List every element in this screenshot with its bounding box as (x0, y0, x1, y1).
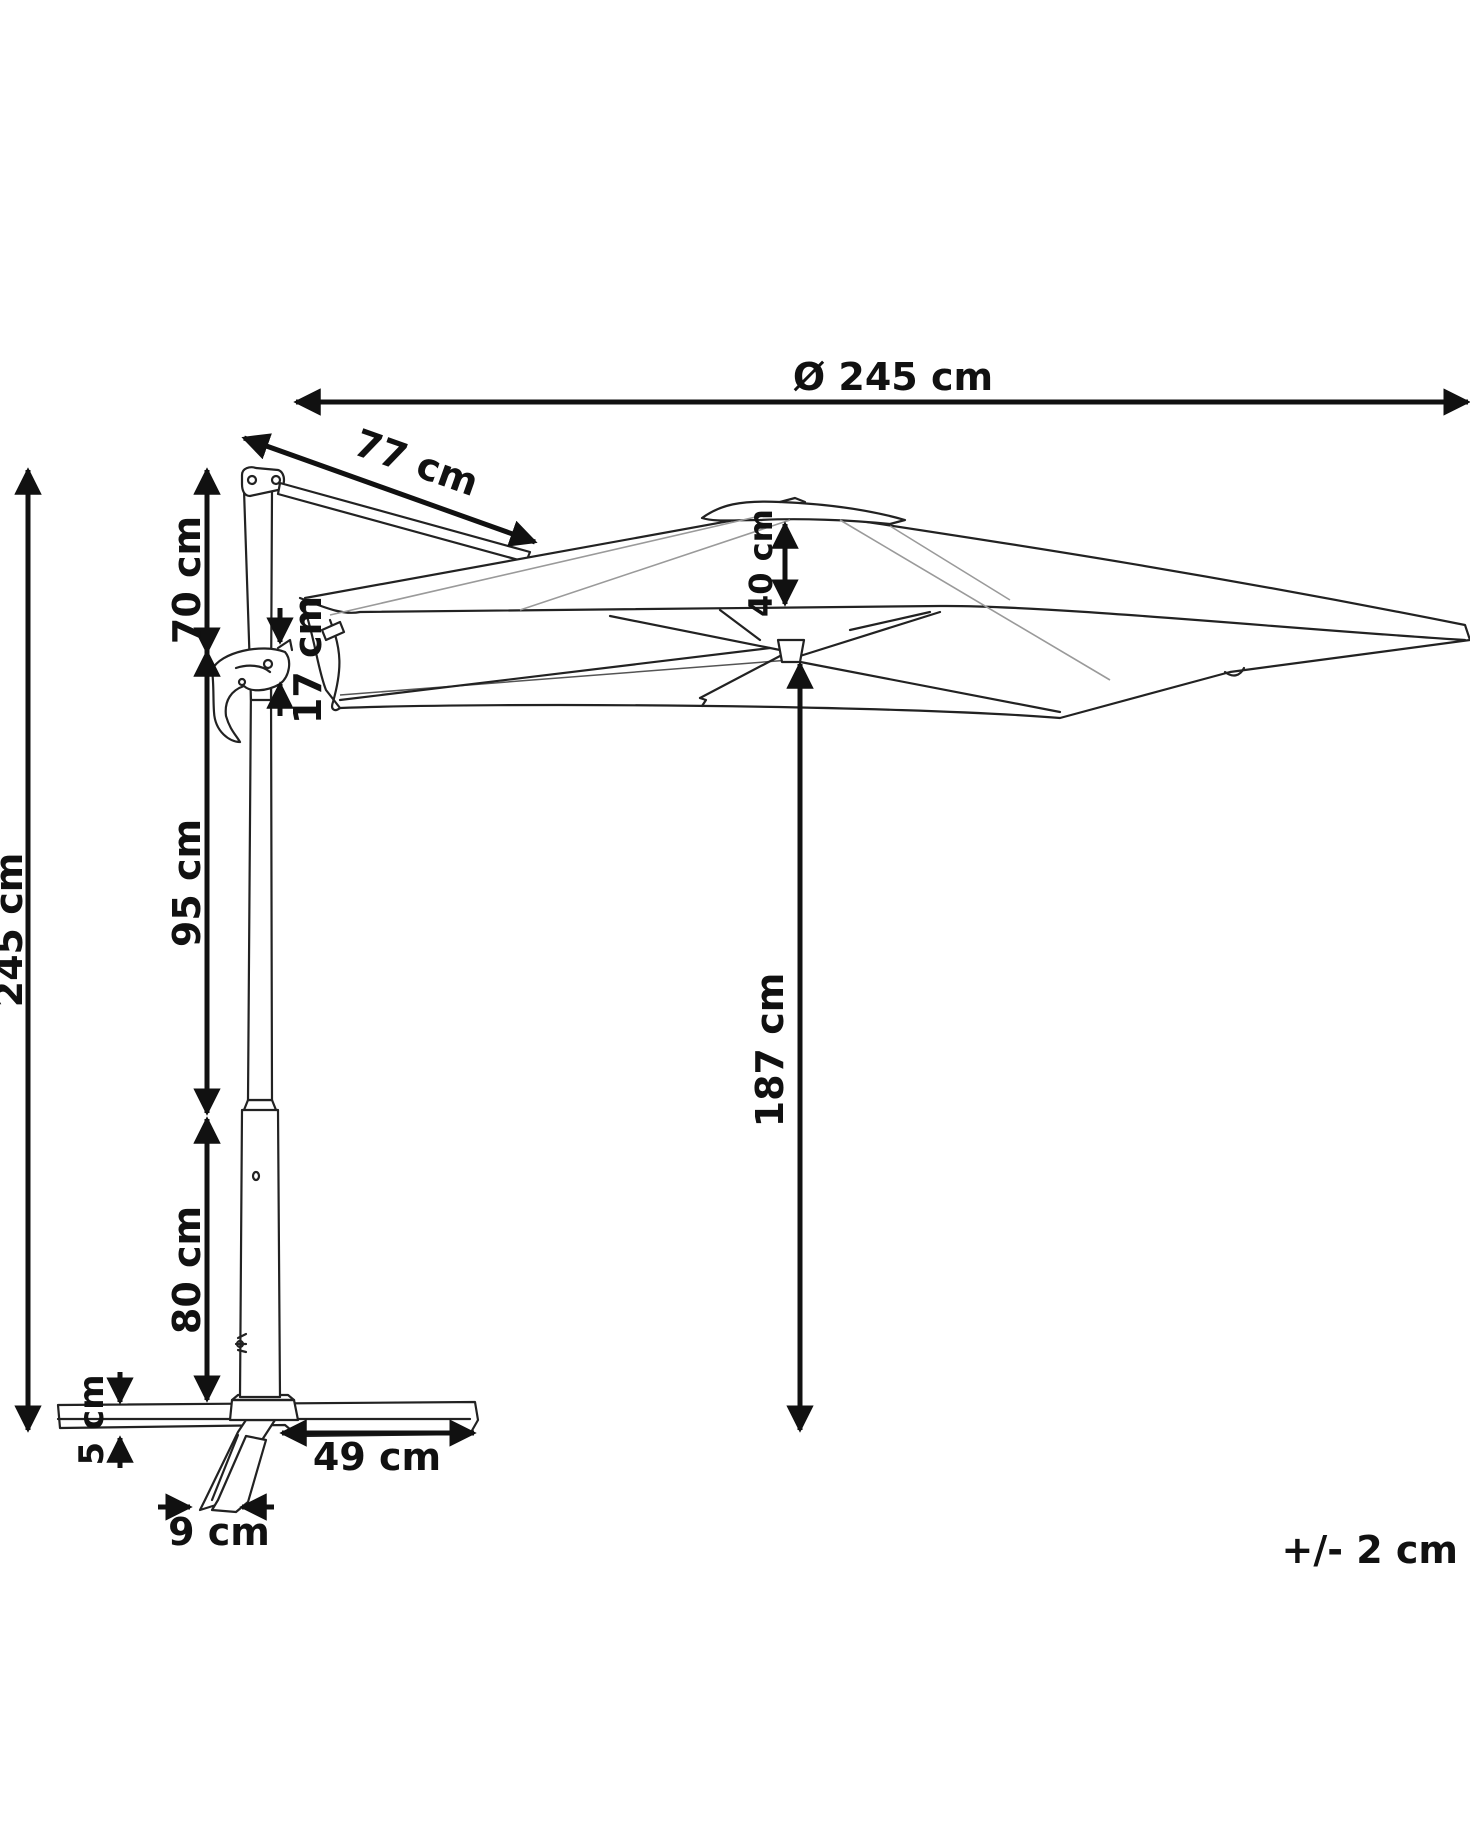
label-arm: 77 cm (349, 421, 485, 505)
label-total-height: 245 cm (0, 853, 31, 1008)
label-lower-segment: 80 cm (165, 1206, 209, 1334)
label-canopy-height: 40 cm (742, 509, 780, 617)
label-clearance: 187 cm (748, 973, 792, 1128)
label-tolerance: +/- 2 cm (1281, 1528, 1458, 1572)
canopy (298, 496, 1470, 720)
label-diameter: Ø 245 cm (793, 355, 993, 399)
label-base-height: 5 cm (72, 1374, 112, 1465)
dimension-labels: Ø 245 cm 77 cm 40 cm 70 cm 17 cm 95 cm 8… (0, 355, 1458, 1572)
cantilever-arm (240, 466, 532, 564)
dim-line-arm (241, 433, 538, 547)
dimension-lines (14, 388, 1470, 1521)
label-middle-segment: 95 cm (165, 819, 209, 947)
label-leg-length: 49 cm (313, 1435, 441, 1479)
label-leg-width: 9 cm (168, 1510, 270, 1554)
pole (234, 488, 282, 1399)
label-crank-height: 17 cm (286, 596, 330, 724)
label-top-segment: 70 cm (165, 516, 209, 644)
